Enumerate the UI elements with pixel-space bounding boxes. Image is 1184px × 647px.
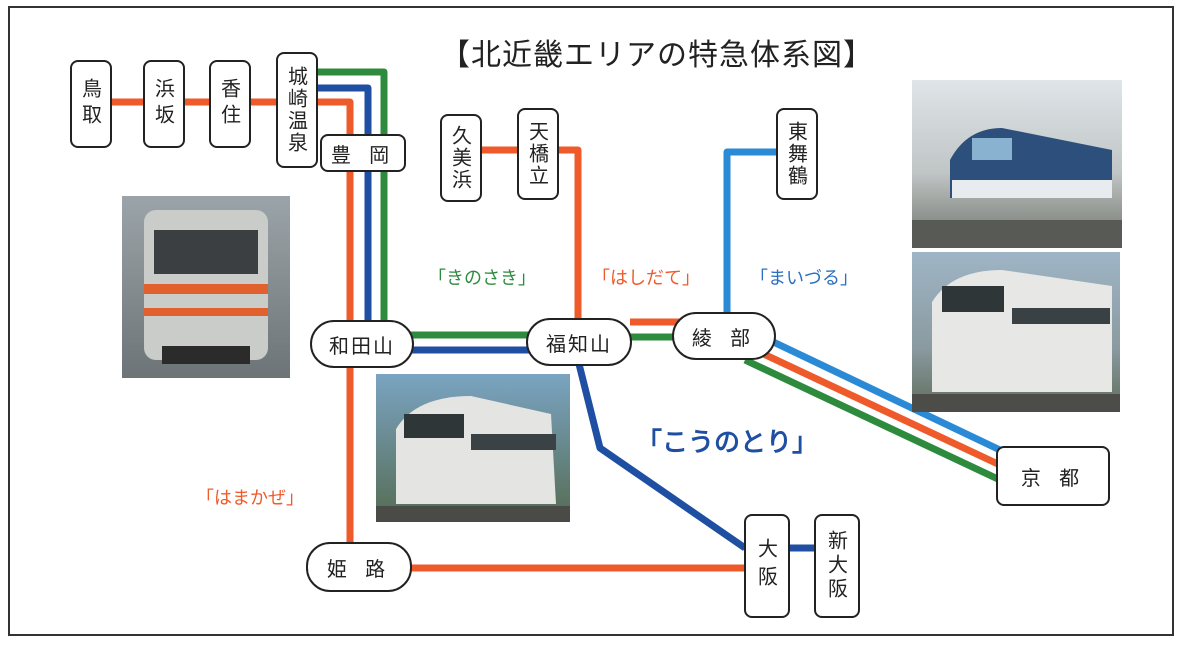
service-label-maizuru: 「まいづる」 (750, 268, 858, 289)
kounotori-train-photo (376, 374, 570, 522)
maizuru-line (723, 148, 780, 315)
service-label-hamakaze: 「はまかぜ」 (196, 488, 304, 509)
service-label-hashidate: 「はしだて」 (592, 268, 700, 289)
kounotori-line-south (574, 359, 747, 551)
station-ayabe: 綾 部 (672, 312, 776, 360)
service-label-kinosaki: 「きのさき」 (428, 268, 536, 289)
maizuru-line-kyoto (763, 334, 1002, 454)
tango-train-photo (912, 80, 1122, 248)
station-fukuchiyama: 福知山 (526, 318, 632, 366)
station-hamasaka: 浜坂 (143, 60, 185, 148)
station-amanohashidate: 天橋立 (517, 108, 559, 200)
station-wadayama: 和田山 (310, 320, 414, 368)
station-osaka: 大阪 (744, 514, 790, 618)
station-toyooka: 豊 岡 (320, 134, 406, 172)
station-kyoto: 京 都 (996, 446, 1110, 506)
train-side-icon (912, 128, 1122, 248)
page-title: 【北近畿エリアの特急体系図】 (440, 38, 874, 73)
station-himeji: 姫 路 (306, 542, 412, 592)
station-kinosakionsen: 城崎温泉 (276, 52, 318, 168)
maizuru-train-photo (912, 252, 1120, 412)
service-label-kounotori: 「こうのとり」 (636, 428, 819, 458)
station-tottori: 鳥取 (70, 60, 112, 148)
train-front-icon (912, 270, 1120, 412)
kounotori-line (300, 84, 535, 354)
diagram-frame (8, 6, 1174, 636)
kinosaki-line (300, 68, 535, 339)
hamakaze-train-photo (122, 196, 290, 378)
hashidate-line-kyoto (753, 346, 1002, 469)
hashidate-line (480, 146, 582, 318)
kinosaki-line-kyoto (743, 356, 1002, 484)
train-front-icon (144, 210, 268, 364)
station-shinosaka: 新大阪 (814, 514, 860, 618)
station-kumihama: 久美浜 (440, 114, 482, 202)
train-front-icon (376, 396, 570, 522)
station-kasumi: 香住 (209, 60, 251, 148)
station-higashimaizuru: 東舞鶴 (776, 108, 818, 200)
